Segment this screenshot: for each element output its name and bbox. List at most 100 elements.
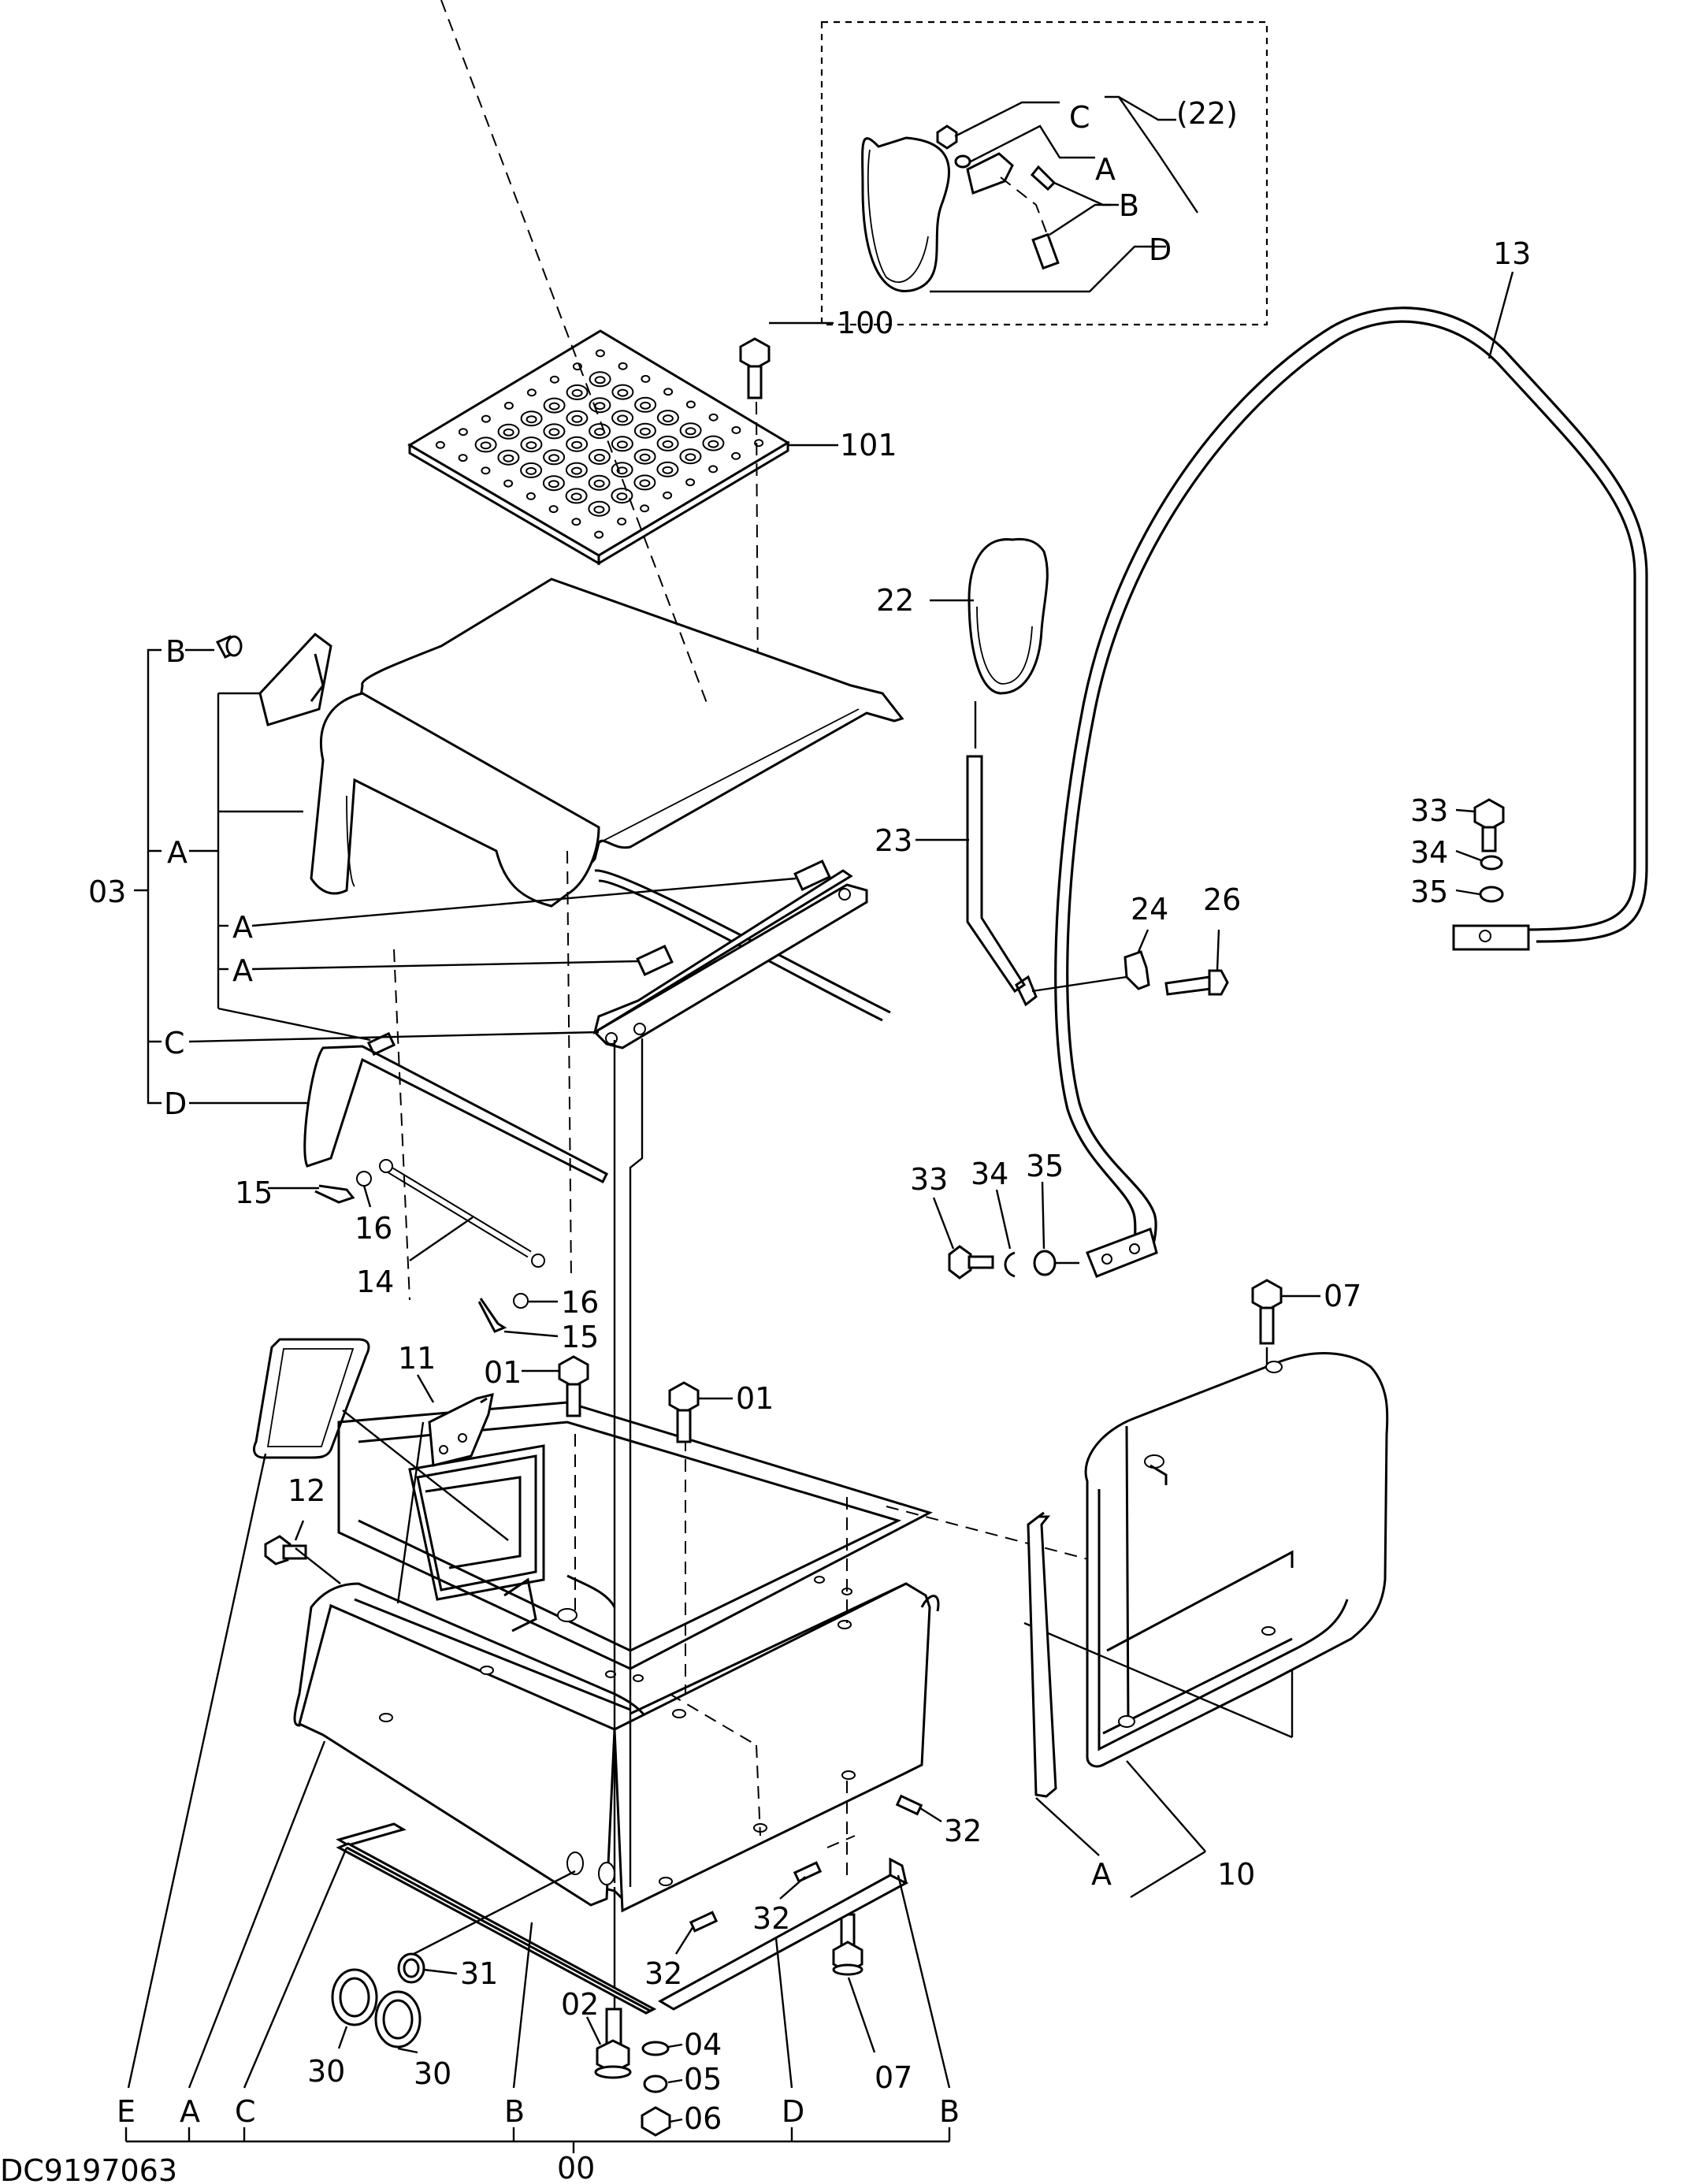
pad-a2 xyxy=(636,945,674,976)
plate-hole-inner xyxy=(480,441,492,450)
plate-hole-inner xyxy=(548,402,560,410)
label-22-group: (22) xyxy=(1176,96,1238,131)
washer-16b xyxy=(513,1293,529,1309)
plate-hole-inner xyxy=(685,453,696,462)
plate-hole xyxy=(548,505,559,514)
label-02: 02 xyxy=(561,1987,599,2022)
label-101: 101 xyxy=(840,428,897,462)
label-05: 05 xyxy=(684,2062,722,2097)
grab-rail-13 xyxy=(1054,306,1648,1278)
label-16a: 16 xyxy=(355,1211,392,1246)
bottom-strip-rear xyxy=(657,1857,909,2011)
label-14: 14 xyxy=(356,1265,394,1299)
plate-hole-inner xyxy=(548,454,560,462)
bolt-33b xyxy=(948,1245,994,1280)
cover-letter-a3: A xyxy=(232,953,253,988)
label-03: 03 xyxy=(88,875,126,909)
detail-letter-a: A xyxy=(1095,152,1116,187)
pin-15b xyxy=(477,1298,507,1333)
plate-hole-inner xyxy=(616,440,628,449)
washer-16a xyxy=(356,1171,372,1187)
cover-letter-a: A xyxy=(167,835,188,870)
label-35b: 35 xyxy=(1026,1149,1064,1183)
washer-34a xyxy=(1480,855,1503,871)
plate-hole-inner xyxy=(662,466,674,474)
plate-hole-inner xyxy=(639,479,651,488)
side-cover-10 xyxy=(1084,1352,1389,1768)
plate-hole-inner xyxy=(548,428,560,436)
plate-hole-inner xyxy=(616,466,628,475)
label-07a: 07 xyxy=(1324,1279,1361,1313)
plate-hole xyxy=(503,401,514,410)
pad-32c xyxy=(689,1911,719,1933)
plate-hole xyxy=(708,465,719,474)
drawing-code: DC9197063 xyxy=(0,2153,177,2184)
plate-hole-inner xyxy=(570,492,582,501)
detail-letter-b: B xyxy=(1119,188,1139,223)
cover-letter-d: D xyxy=(164,1086,187,1121)
label-06: 06 xyxy=(684,2101,722,2136)
label-23: 23 xyxy=(875,823,912,858)
cap-b xyxy=(215,635,243,659)
bottom-letter-a: A xyxy=(180,2094,200,2129)
washer-35a xyxy=(1479,886,1504,903)
label-35a: 35 xyxy=(1410,875,1448,909)
label-32a: 32 xyxy=(944,1814,982,1848)
plate-hole-inner xyxy=(639,453,651,462)
label-13: 13 xyxy=(1493,236,1531,271)
label-100: 100 xyxy=(837,306,894,340)
plate-hole xyxy=(458,428,468,436)
plate-hole-inner xyxy=(662,414,674,423)
label-34a: 34 xyxy=(1410,835,1448,870)
plate-hole-inner xyxy=(570,466,582,475)
washer-04 xyxy=(641,2041,670,2056)
pad-a1 xyxy=(793,860,831,891)
plate-hole-inner xyxy=(571,440,583,449)
pin-15a xyxy=(314,1184,355,1204)
plate-hole xyxy=(435,440,445,449)
plate-hole xyxy=(503,479,514,488)
label-24: 24 xyxy=(1131,892,1168,927)
plate-hole xyxy=(708,413,719,422)
bolt-100 xyxy=(739,321,834,399)
bolt-12 xyxy=(264,1535,307,1566)
label-31: 31 xyxy=(460,1956,498,1991)
plate-hole xyxy=(663,388,674,396)
pad-32b xyxy=(793,1861,823,1883)
plate-hole xyxy=(594,530,604,539)
plate-hole xyxy=(526,492,536,500)
cover-bolt-line-2 xyxy=(629,1038,644,1887)
label-00: 00 xyxy=(557,2151,595,2184)
label-34b: 34 xyxy=(971,1157,1008,1191)
bottom-letter-e: E xyxy=(117,2094,136,2129)
seat-cover xyxy=(310,0,904,908)
plate-hole-inner xyxy=(662,440,674,448)
plate-hole xyxy=(526,388,537,397)
label-01b: 01 xyxy=(736,1381,774,1416)
gas-strut xyxy=(379,1159,545,1268)
label-01a: 01 xyxy=(484,1355,522,1390)
plate-hole-inner xyxy=(593,453,605,462)
plate-hole xyxy=(481,414,491,423)
label-12: 12 xyxy=(288,1473,325,1508)
plate-hole-inner xyxy=(526,415,537,424)
plate-hole xyxy=(731,451,741,460)
plate-hole-inner xyxy=(503,454,514,462)
washer-35b xyxy=(1033,1250,1057,1276)
cover-letter-a2: A xyxy=(232,910,253,945)
plate-hole-inner xyxy=(571,414,583,423)
plate-hole-inner xyxy=(593,505,605,514)
label-26: 26 xyxy=(1203,882,1241,917)
bolt-33a xyxy=(1473,798,1505,852)
label-15b: 15 xyxy=(561,1320,599,1354)
washer-05 xyxy=(643,2074,668,2093)
label-07b: 07 xyxy=(875,2060,912,2095)
plate-hole-inner xyxy=(640,401,652,410)
plug-31 xyxy=(397,1952,425,1984)
washer-34b xyxy=(1004,1251,1016,1278)
plate-hole-inner xyxy=(685,427,696,436)
bottom-letter-c: C xyxy=(235,2094,256,2129)
plate-hole-inner xyxy=(548,480,559,488)
plate-hole xyxy=(571,518,581,526)
